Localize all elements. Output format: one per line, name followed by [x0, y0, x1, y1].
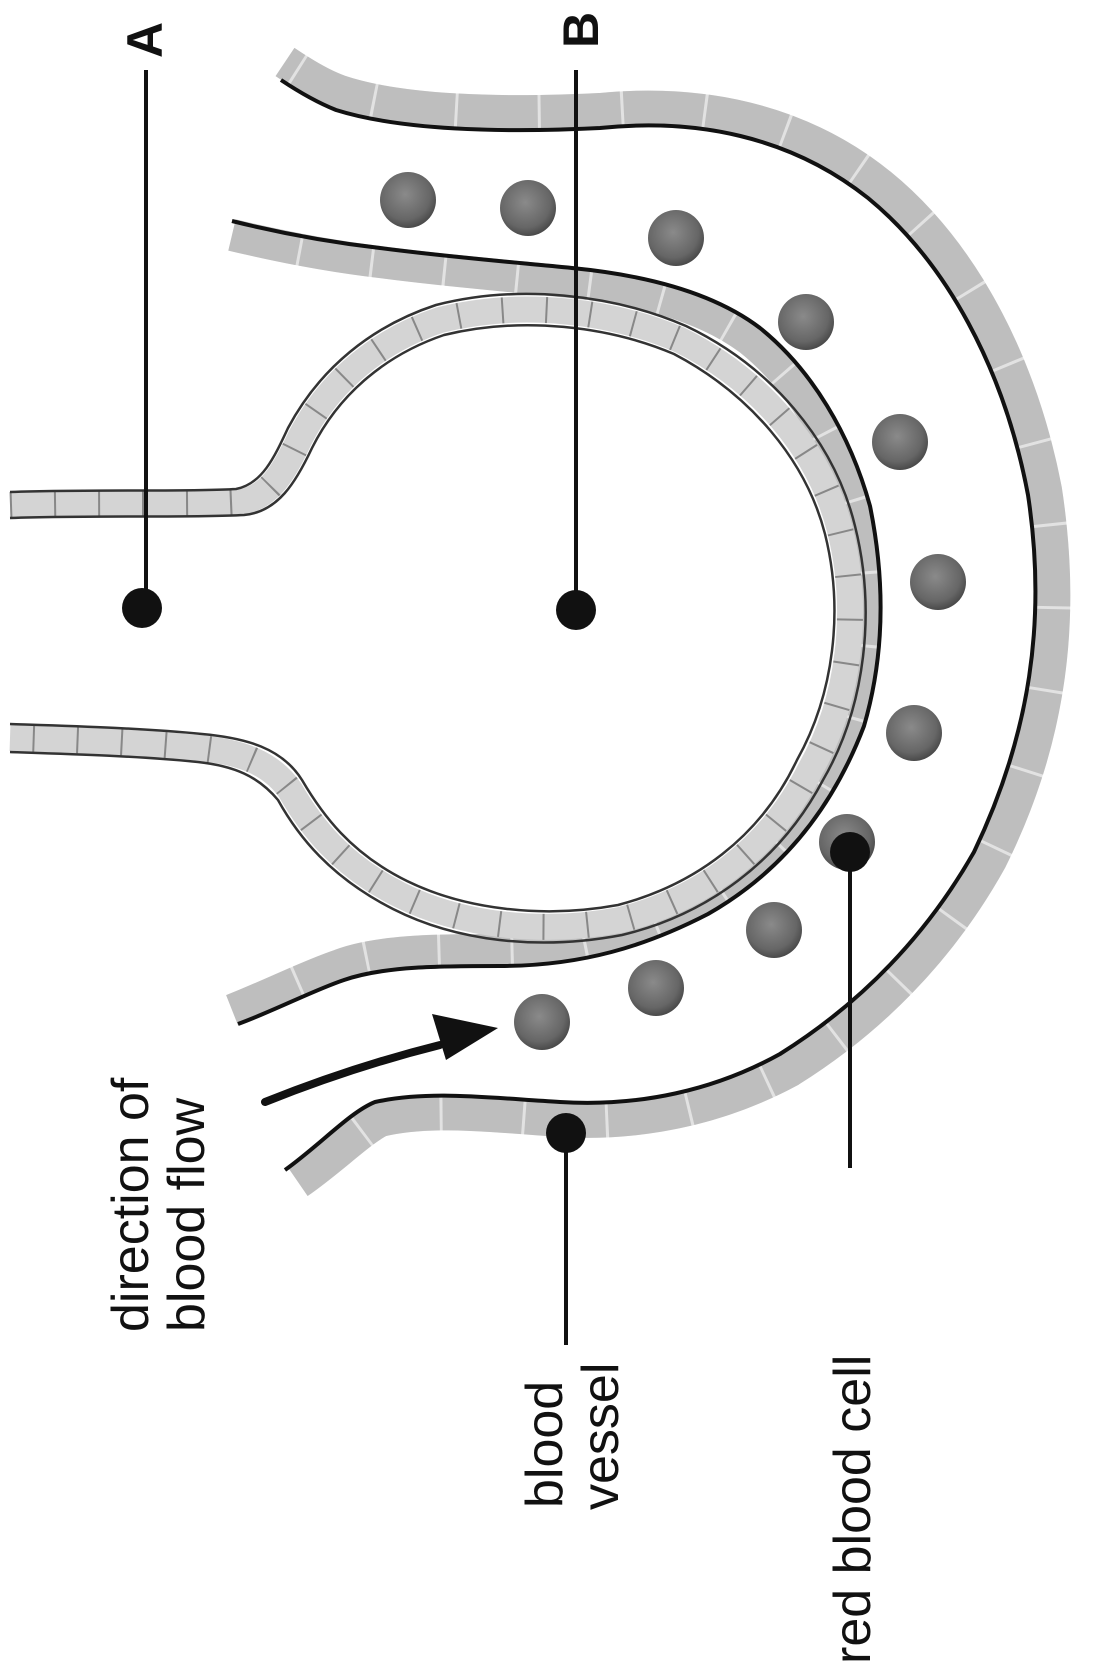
- label-vessel-line1: blood: [516, 1381, 574, 1508]
- inner-vessel-wall-cells: [232, 235, 866, 1010]
- red-blood-cell: [886, 705, 942, 761]
- inner-vessel-wall-outline: [232, 221, 881, 1024]
- red-blood-cell: [872, 414, 928, 470]
- red-blood-cell: [910, 554, 966, 610]
- red-blood-cell: [778, 294, 834, 350]
- red-blood-cell: [500, 180, 556, 236]
- leader-b-dot: [556, 590, 596, 630]
- flow-arrow-head: [432, 1014, 498, 1060]
- red-blood-cell: [648, 210, 704, 266]
- label-b: B: [553, 12, 609, 48]
- label-a: A: [117, 22, 173, 58]
- red-blood-cell: [380, 172, 436, 228]
- flow-arrow-shaft: [265, 1045, 440, 1102]
- red-blood-cell: [746, 902, 802, 958]
- label-direction-line1: direction of: [102, 1077, 160, 1332]
- leader-a-dot: [122, 588, 162, 628]
- label-direction-line2: blood flow: [158, 1097, 216, 1332]
- label-red-blood-cell: red blood cell: [824, 1355, 882, 1664]
- blood-vessel: [232, 62, 1053, 1182]
- blood-flow-arrow: [265, 1014, 498, 1102]
- leader-rbc-dot: [830, 832, 870, 872]
- red-blood-cell: [628, 960, 684, 1016]
- label-vessel-line2: vessel: [572, 1363, 630, 1510]
- leader-vessel-dot: [546, 1113, 586, 1153]
- red-blood-cell: [514, 994, 570, 1050]
